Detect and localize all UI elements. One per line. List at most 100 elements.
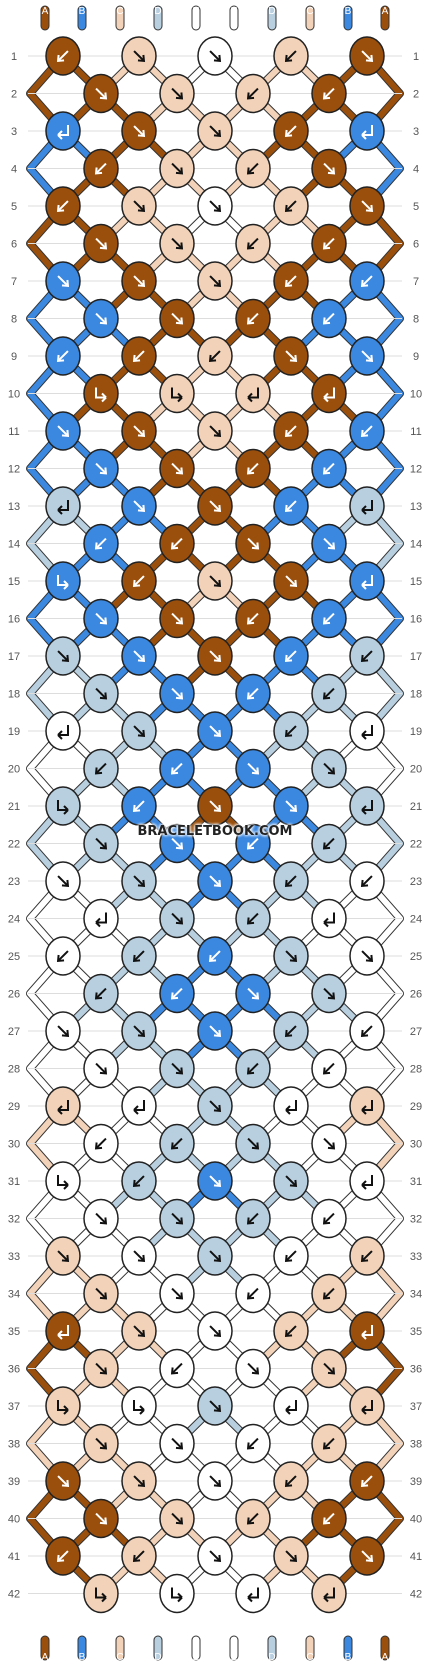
row-number-right: 4 [413, 164, 419, 176]
arrow-head [208, 354, 217, 363]
knot-arrow-icon [95, 912, 107, 928]
bottom-strand-label: A [382, 1652, 389, 1663]
arrow-head [99, 1217, 108, 1225]
arrow-head [327, 167, 336, 175]
knot-arrow-icon [95, 687, 108, 700]
arrow-head [99, 1292, 108, 1300]
arrow-head [246, 92, 255, 100]
arrow-head [360, 279, 369, 288]
row-number-left: 40 [8, 1514, 20, 1526]
knot-arrow-icon [56, 50, 69, 63]
arrow-head [170, 1367, 179, 1375]
knot-arrow-icon [95, 312, 108, 325]
knot-arrow-icon [284, 125, 297, 138]
arrow-head [322, 1517, 331, 1525]
arrow-head [289, 354, 298, 363]
row-number-right: 41 [410, 1551, 422, 1563]
knot-arrow-icon [360, 1025, 373, 1038]
knot-arrow-icon [209, 575, 222, 588]
arrow-line [323, 1287, 335, 1300]
arrow-head [361, 580, 367, 590]
knot-arrow-icon [133, 1475, 146, 1488]
arrow-head [285, 1105, 291, 1115]
row-number-right: 11 [410, 426, 421, 438]
arrow-line [209, 725, 221, 737]
knot [349, 1386, 385, 1426]
knot-arrow-icon [323, 912, 335, 928]
row-number-right: 6 [413, 239, 419, 251]
arrow-line [247, 1212, 259, 1225]
knot-arrow-icon [171, 312, 184, 325]
knot-arrow-icon [246, 87, 259, 100]
arrow-head [246, 467, 255, 475]
arrow-head [213, 1029, 222, 1038]
row-number-left: 35 [8, 1326, 20, 1338]
arrow-head [360, 1254, 369, 1263]
arrow-head [322, 842, 331, 850]
knot-arrow-icon [246, 837, 259, 850]
arrow-head [94, 1142, 103, 1150]
arrow-head [213, 504, 222, 513]
knot [45, 711, 81, 751]
arrow-head [284, 204, 293, 213]
knot-arrow-icon [285, 1100, 297, 1115]
knot-arrow-icon [57, 1475, 70, 1488]
arrow-line [95, 1362, 107, 1375]
knot-arrow-icon [209, 725, 222, 738]
arrow-head [177, 392, 183, 403]
arrow-head [137, 729, 146, 738]
knot-arrow-icon [95, 237, 108, 250]
arrow-line [361, 350, 373, 362]
row-number-right: 20 [410, 764, 422, 776]
row-number-left: 6 [11, 239, 17, 251]
arrow-head [175, 1517, 184, 1525]
knot-arrow-icon [170, 762, 183, 775]
arrow-head [246, 917, 255, 925]
knot-arrow-icon [57, 1325, 69, 1340]
arrow-head [137, 654, 146, 663]
knot-arrow-icon [133, 425, 146, 438]
arrow-line [247, 612, 259, 625]
knot-arrow-icon [361, 350, 374, 363]
knot [45, 1311, 81, 1351]
row-number-left: 7 [11, 276, 17, 288]
row-number-right: 17 [410, 651, 422, 663]
knot-arrow-icon [57, 1025, 70, 1038]
arrow-head [246, 167, 255, 175]
knot-arrow-icon [133, 125, 146, 138]
arrow-head [61, 279, 70, 288]
arrow-line [323, 162, 335, 175]
arrow-line [133, 1400, 144, 1411]
knot-arrow-icon [57, 875, 70, 888]
arrow-head [175, 317, 184, 325]
arrow-head [132, 579, 141, 588]
row-number-right: 13 [410, 501, 422, 513]
arrow-head [289, 804, 298, 813]
bottom-strand-label: D [154, 1652, 161, 1663]
arrow-head [322, 467, 331, 475]
arrow-head [132, 954, 141, 963]
row-number-right: 37 [410, 1401, 422, 1413]
knot-arrow-icon [133, 275, 146, 288]
knot-arrow-icon [361, 1400, 373, 1415]
knot-arrow-icon [209, 500, 222, 513]
row-number-left: 18 [8, 689, 20, 701]
row-number-left: 25 [8, 951, 20, 963]
knot-arrow-icon [171, 1512, 184, 1525]
arrow-line [361, 1250, 373, 1262]
arrow-head [251, 767, 260, 775]
arrow-line [171, 1137, 183, 1150]
row-number-left: 2 [11, 89, 17, 101]
bottom-strand-label: B [79, 1652, 86, 1663]
arrow-line [285, 1325, 297, 1337]
knot-arrow-icon [285, 1400, 297, 1415]
arrow-line [323, 1362, 335, 1375]
knot [159, 1573, 195, 1614]
knot-arrow-icon [95, 462, 108, 475]
arrow-head [175, 92, 184, 100]
knot-arrow-icon [323, 162, 336, 175]
knot [45, 1386, 81, 1426]
arrow-line [133, 950, 145, 962]
arrow-line [171, 1587, 182, 1599]
arrow-line [95, 537, 107, 550]
